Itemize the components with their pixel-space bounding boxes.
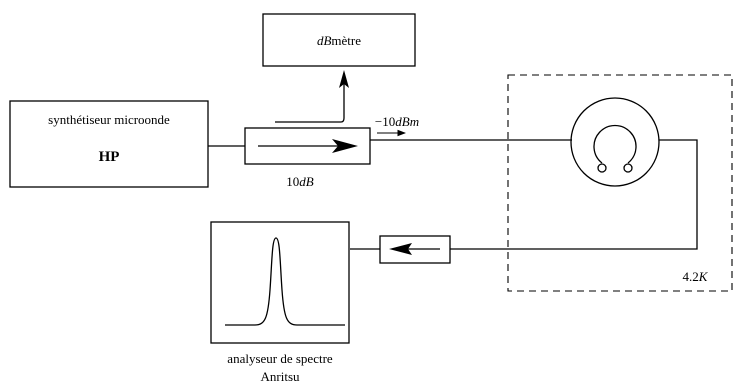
attenuation-label: 10dB <box>286 174 314 189</box>
analyzer-brand: Anritsu <box>261 369 301 384</box>
synthesizer-brand: HP <box>99 149 120 165</box>
db-meter-box: dBmètre <box>262 13 416 67</box>
analyzer-name: analyseur de spectre <box>227 351 333 366</box>
isolator <box>379 235 451 264</box>
temperature-label: 4.2K <box>683 269 709 284</box>
cryostat-region <box>507 74 733 292</box>
spectrum-analyzer: analyseur de spectre Anritsu <box>210 221 350 384</box>
synthesizer-name: synthétiseur microonde <box>48 112 170 127</box>
resonator <box>570 97 660 187</box>
branch-arrow-head <box>339 70 349 88</box>
power-label: −10dBm <box>375 114 419 129</box>
directional-coupler: 10dB <box>244 70 371 189</box>
wire-resonator-isolator <box>450 139 698 250</box>
synthesizer-box: synthétiseur microonde HP <box>9 100 209 188</box>
coupled-branch <box>275 84 345 123</box>
db-meter-label: dBmètre <box>317 33 361 48</box>
coupler-arrow-head <box>332 139 358 153</box>
spectrum-peak <box>225 237 345 326</box>
isolator-arrow-head <box>389 243 412 255</box>
